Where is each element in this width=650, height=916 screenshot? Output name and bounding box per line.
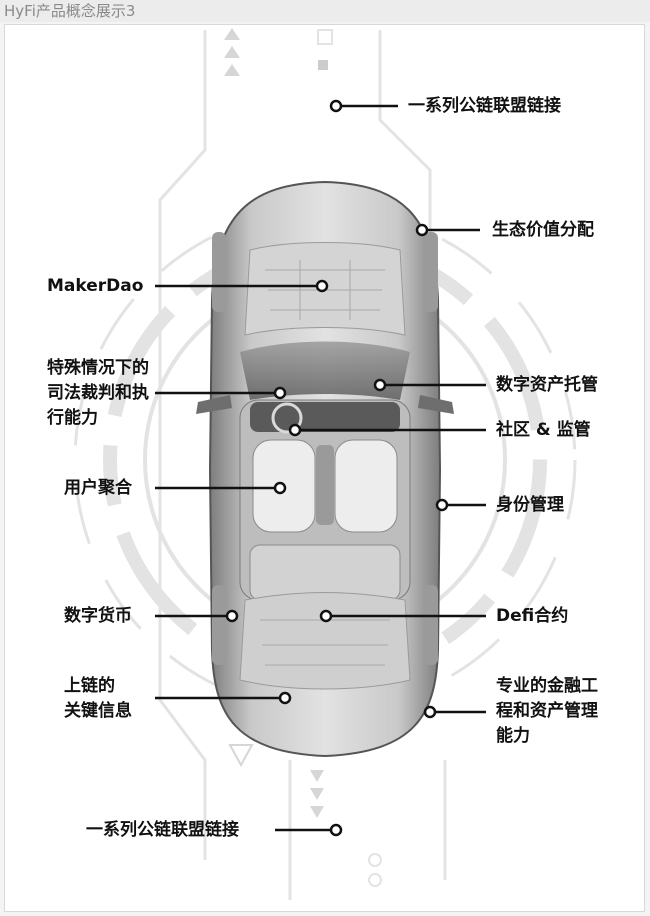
wheel-rear-right [424, 585, 438, 665]
mirror-left [196, 395, 232, 414]
steering-wheel [271, 402, 303, 434]
label-finance: 专业的金融工 程和资产管理 能力 [496, 676, 598, 746]
wheel-front-right [424, 232, 438, 312]
trunk [239, 592, 411, 690]
center-console [316, 445, 334, 525]
wheel-rear-left [212, 585, 226, 665]
label-custody: 数字资产托管 [496, 375, 598, 395]
mirror-right [418, 395, 454, 414]
label-defi: Defi合约 [496, 606, 569, 626]
label-user-aggregation: 用户聚合 [64, 478, 132, 498]
connectors [155, 104, 486, 832]
connector-dots [225, 99, 449, 837]
label-top-alliance: 一系列公链联盟链接 [408, 96, 561, 116]
label-identity: 身份管理 [496, 495, 564, 515]
label-value-distribution: 生态价值分配 [492, 220, 594, 240]
page-header: HyFi产品概念展示3 [0, 0, 650, 22]
arrow-decor [224, 28, 324, 818]
label-community: 社区 & 监管 [496, 420, 591, 440]
label-judicial: 特殊情况下的 司法裁判和执 行能力 [47, 358, 149, 428]
seat-right [334, 439, 398, 533]
label-digital-currency: 数字货币 [64, 606, 132, 626]
rear-seats [249, 544, 401, 601]
car [196, 180, 454, 758]
dashboard [250, 402, 400, 432]
wheel-front-left [212, 232, 226, 312]
label-onchain: 上链的 关键信息 [64, 676, 132, 721]
label-makerdao: MakerDao [47, 276, 144, 296]
label-bottom-alliance: 一系列公链联盟链接 [86, 820, 239, 840]
windshield [240, 341, 410, 400]
